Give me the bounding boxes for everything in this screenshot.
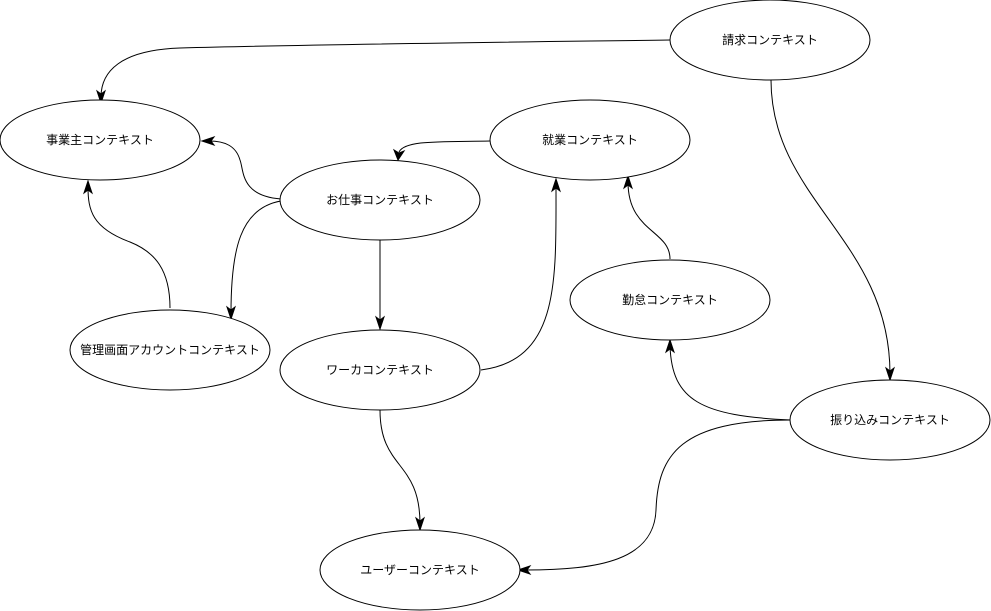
node-seikyu-shape [669,0,871,81]
arrowhead-kanri-top [226,305,236,321]
node-jigyonushi[interactable]: 事業主コンテキスト [0,99,201,181]
node-kanri-label: 管理画面アカウントコンテキスト [80,342,260,357]
arrowhead-shugyo-bottom-left [551,177,561,193]
node-furikomi-shape [789,379,991,461]
node-jigyonushi-label: 事業主コンテキスト [46,133,154,147]
edge-seikyu-to-jigyonushi [100,39,671,98]
node-worker[interactable]: ワーカコンテキスト [279,329,481,411]
edge-kanri-to-jigyonushi [87,186,171,309]
node-user-label: ユーザーコンテキスト [360,563,479,577]
node-worker-label: ワーカコンテキスト [326,363,434,377]
arrowhead-oshigoto-top [392,148,406,162]
edge-oshigoto-to-jigyonushi [208,140,282,200]
arrowhead-user-top [415,516,425,532]
node-user-shape [319,529,521,611]
node-shugyo-shape [489,99,691,181]
node-seikyu-label: 請求コンテキスト [722,33,818,47]
node-oshigoto-label: お仕事コンテキスト [326,193,434,207]
arrowhead-worker-top [375,315,385,331]
node-user[interactable]: ユーザーコンテキスト [319,529,521,611]
node-oshigoto-shape [279,159,481,241]
edge-kintai-to-shugyo [627,181,671,260]
node-shugyo[interactable]: 就業コンテキスト [489,99,691,181]
edge-furikomi-to-kintai [669,345,792,421]
arrowhead-user-right [516,565,532,575]
arrowhead-jigyonushi-bottom [83,179,93,195]
edge-worker-to-user [379,409,421,525]
arrowhead-kintai-bottom [665,338,675,354]
edge-furikomi-to-user [524,419,792,571]
node-seikyu[interactable]: 請求コンテキスト [669,0,871,81]
node-kintai-shape [569,259,771,341]
arrowhead-jigyonushi-right [200,136,216,146]
node-jigyonushi-shape [0,99,201,181]
edge-oshigoto-to-kanri [230,200,282,314]
node-kanri-shape [69,309,271,391]
arrowhead-shugyo-bottom-right [623,174,633,190]
node-kintai-label: 勤怠コンテキスト [622,293,718,307]
edge-seikyu-to-furikomi [770,79,891,375]
node-furikomi-label: 振り込みコンテキスト [830,413,950,427]
node-furikomi[interactable]: 振り込みコンテキスト [789,379,991,461]
edge-shugyo-to-oshigoto [398,140,491,153]
node-worker-shape [279,329,481,411]
node-kintai[interactable]: 勤怠コンテキスト [569,259,771,341]
arrowhead-jigyonushi-top [96,89,106,105]
edges-layer [83,39,895,575]
node-kanri[interactable]: 管理画面アカウントコンテキスト [69,309,271,391]
arrowhead-furikomi-top [885,366,895,382]
node-oshigoto[interactable]: お仕事コンテキスト [279,159,481,241]
node-shugyo-label: 就業コンテキスト [542,133,638,147]
edge-worker-to-shugyo [480,184,557,371]
